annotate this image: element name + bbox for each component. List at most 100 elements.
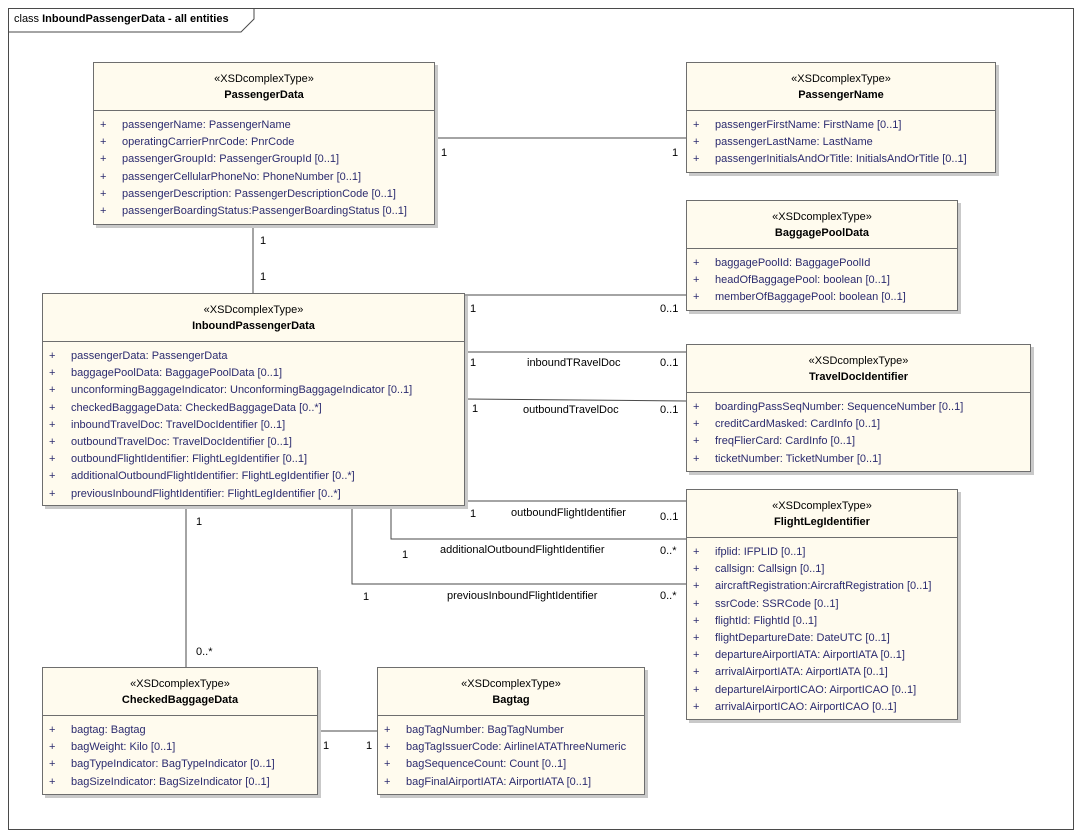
attribute-row[interactable]: +bagWeight: Kilo [0..1] — [43, 739, 317, 756]
attribute-row[interactable]: +memberOfBaggagePool: boolean [0..1] — [687, 289, 957, 306]
attribute-text: inboundTravelDoc: TravelDocIdentifier [0… — [71, 418, 286, 431]
attribute-row[interactable]: +bagTagNumber: BagTagNumber — [378, 722, 644, 739]
attribute-row[interactable]: +outboundTravelDoc: TravelDocIdentifier … — [43, 434, 464, 451]
visibility-marker: + — [49, 741, 56, 754]
class-stereotype: «XSDcomplexType» — [772, 211, 872, 223]
attribute-row[interactable]: +passengerGroupId: PassengerGroupId [0..… — [94, 151, 434, 168]
attribute-row[interactable]: +freqFlierCard: CardInfo [0..1] — [687, 433, 1030, 450]
visibility-marker: + — [693, 666, 700, 679]
connector-previous-inbound-flight — [351, 506, 686, 585]
assoc-label-outbound-travel-doc: outboundTravelDoc — [523, 404, 619, 416]
attribute-text: passengerData: PassengerData — [71, 350, 228, 362]
attribute-text: outboundTravelDoc: TravelDocIdentifier [… — [71, 435, 292, 448]
class-stereotype: «XSDcomplexType» — [214, 73, 314, 85]
attribute-row[interactable]: +bagFinalAirportIATA: AirportIATA [0..1] — [378, 774, 644, 791]
attribute-row[interactable]: + passengerFirstName: FirstName [0..1] — [687, 117, 995, 134]
class-passenger-name[interactable]: «XSDcomplexType» PassengerName + passengerF… — [686, 62, 996, 173]
attribute-row[interactable]: +previousInboundFlightIdentifier: Flight… — [43, 486, 464, 503]
attribute-row[interactable]: +aircraftRegistration:AircraftRegistrati… — [687, 578, 957, 595]
attribute-text: unconformingBaggageIndicator: Unconformi… — [71, 384, 413, 397]
attribute-row[interactable]: + inboundTravelDoc: TravelDocIdentifier [… — [43, 417, 464, 434]
mult-additional-outbound-source: 1 — [402, 549, 409, 561]
attribute-row[interactable]: +flightDepartureDate: DateUTC [0..1] — [687, 630, 957, 647]
attribute-text: passengerGroupId: PassengerGroupId [0..1… — [122, 153, 340, 166]
attribute-text: passengerName: PassengerName — [122, 119, 291, 131]
attribute-row[interactable]: +passengerDescription: PassengerDescript… — [94, 186, 434, 203]
class-travel-doc-identifier[interactable]: «XSDcomplexType»TravelDocIdentifier+boar… — [686, 344, 1031, 472]
class-stereotype: «XSDcomplexType» — [772, 500, 872, 512]
mult-outbound-flight-target: 0..1 — [660, 511, 679, 523]
attribute-row[interactable]: +flightId: FlightId [0..1] — [687, 613, 957, 630]
attribute-list: +bagtag: Bagtag+bagWeight: Kilo [0..1]+b… — [43, 716, 317, 791]
class-bagtag[interactable]: «XSDcomplexType»Bagtag+bagTagNumber: Bag… — [377, 667, 645, 795]
attribute-row[interactable]: +passengerInitialsAndOrTitle: InitialsAn… — [687, 151, 995, 168]
visibility-marker: + — [49, 470, 56, 483]
attribute-text: passengerFirstName: FirstName [0..1] — [715, 119, 902, 131]
class-header: «XSDcomplexType» FlightLegIdentifier — [687, 490, 957, 538]
visibility-marker: + — [49, 384, 56, 397]
class-passenger-data[interactable]: «XSDcomplexType»PassengerData+passengerN… — [93, 62, 435, 225]
attribute-row[interactable]: +checkedBaggageData: CheckedBaggageData … — [43, 400, 464, 417]
attribute-text: memberOfBaggagePool: boolean [0..1] — [715, 291, 906, 304]
attribute-row[interactable]: +passengerCellularPhoneNo: PhoneNumber [… — [94, 169, 434, 186]
attribute-row[interactable]: +operatingCarrierPnrCode: PnrCode — [94, 134, 434, 151]
attribute-row[interactable]: + arrivalAirportIATA: AirportIATA [0..1] — [687, 664, 957, 681]
attribute-list: +bagTagNumber: BagTagNumber+bagTagIssuer… — [378, 716, 644, 791]
visibility-marker: + — [100, 170, 107, 183]
visibility-marker: + — [384, 724, 391, 736]
visibility-marker: + — [693, 563, 700, 576]
attribute-row[interactable]: +passengerLastName: LastName — [687, 134, 995, 151]
class-stereotype: «XSDcomplexType» — [130, 678, 230, 690]
class-header: «XSDcomplexType»BaggagePoolData — [687, 201, 957, 249]
attribute-row[interactable]: +departurelAirportICAO: AirportICAO [0..… — [687, 682, 957, 699]
attribute-text: flightDepartureDate: DateUTC [0..1] — [715, 631, 890, 644]
visibility-marker: + — [49, 724, 56, 736]
attribute-list: +boardingPassSeqNumber: SequenceNumber [… — [687, 393, 1030, 468]
attribute-row[interactable]: +additionalOutboundFlightIdentifier: Fli… — [43, 468, 464, 485]
mult-additional-outbound-target: 0..* — [660, 545, 677, 557]
class-checked-baggage-data[interactable]: «XSDcomplexType»CheckedBaggageData+bagta… — [42, 667, 318, 795]
attribute-row[interactable]: +bagTypeIndicator: BagTypeIndicator [0..… — [43, 756, 317, 773]
visibility-marker: + — [693, 119, 700, 131]
attribute-row[interactable]: +creditCardMasked: CardInfo [0..1] — [687, 416, 1030, 433]
visibility-marker: + — [49, 775, 56, 788]
attribute-row[interactable]: +boardingPassSeqNumber: SequenceNumber [… — [687, 399, 1030, 416]
connector-outbound-travel-doc — [464, 398, 687, 402]
class-flight-leg-identifier[interactable]: «XSDcomplexType» FlightLegIdentifier +ifpl… — [686, 489, 958, 720]
visibility-marker: + — [49, 418, 56, 431]
attribute-row[interactable]: +ifplid: IFPLID [0..1] — [687, 544, 957, 561]
attribute-row[interactable]: +bagtag: Bagtag — [43, 722, 317, 739]
visibility-marker: + — [384, 741, 391, 754]
diagram-frame — [8, 8, 1074, 830]
attribute-row[interactable]: + unconformingBaggageIndicator: Unconform… — [43, 382, 464, 399]
mult-previous-inbound-source: 1 — [363, 591, 370, 603]
attribute-row[interactable]: +ssrCode: SSRCode [0..1] — [687, 596, 957, 613]
attribute-list: +passengerData: PassengerData+baggagePoo… — [43, 342, 464, 503]
attribute-list: +passengerName: PassengerName+operatingC… — [94, 111, 434, 220]
class-name: FlightLegIdentifier — [774, 516, 870, 528]
visibility-marker: + — [693, 418, 700, 431]
attribute-row[interactable]: +ticketNumber: TicketNumber [0..1] — [687, 451, 1030, 468]
attribute-row[interactable]: +bagTagIssuerCode: AirlineIATAThreeNumer… — [378, 739, 644, 756]
attribute-row[interactable]: +departureAirportIATA: AirportIATA [0..1… — [687, 647, 957, 664]
attribute-row[interactable]: +bagSequenceCount: Count [0..1] — [378, 756, 644, 773]
attribute-row[interactable]: +headOfBaggagePool: boolean [0..1] — [687, 272, 957, 289]
attribute-row[interactable]: +passengerName: PassengerName — [94, 117, 434, 134]
mult-outbound-travel-doc-source: 1 — [472, 403, 479, 415]
visibility-marker: + — [100, 204, 107, 217]
mult-bagtag-source: 1 — [323, 740, 330, 752]
attribute-row[interactable]: +passengerData: PassengerData — [43, 348, 464, 365]
attribute-row[interactable]: +passengerBoardingStatus:PassengerBoardi… — [94, 203, 434, 220]
attribute-row[interactable]: +bagSizeIndicator: BagSizeIndicator [0..… — [43, 774, 317, 791]
class-baggage-pool-data[interactable]: «XSDcomplexType»BaggagePoolData +baggageP… — [686, 200, 958, 311]
attribute-row[interactable]: +baggagePoolId: BaggagePoolId — [687, 255, 957, 272]
class-inbound-passenger-data[interactable]: «XSDcomplexType»InboundPassengerData+pas… — [42, 293, 465, 506]
attribute-row[interactable]: +arrivalAirportICAO: AirportICAO [0..1] — [687, 699, 957, 716]
attribute-row[interactable]: +baggagePoolData: BaggagePoolData [0..1] — [43, 365, 464, 382]
attribute-row[interactable]: +callsign: Callsign [0..1] — [687, 561, 957, 578]
attribute-text: arrivalAirportIATA: AirportIATA [0..1] — [715, 666, 888, 679]
class-stereotype: «XSDcomplexType» — [791, 73, 891, 85]
visibility-marker: + — [100, 136, 107, 149]
class-name: PassengerName — [798, 89, 884, 101]
attribute-row[interactable]: +outboundFlightIdentifier: FlightLegIden… — [43, 451, 464, 468]
